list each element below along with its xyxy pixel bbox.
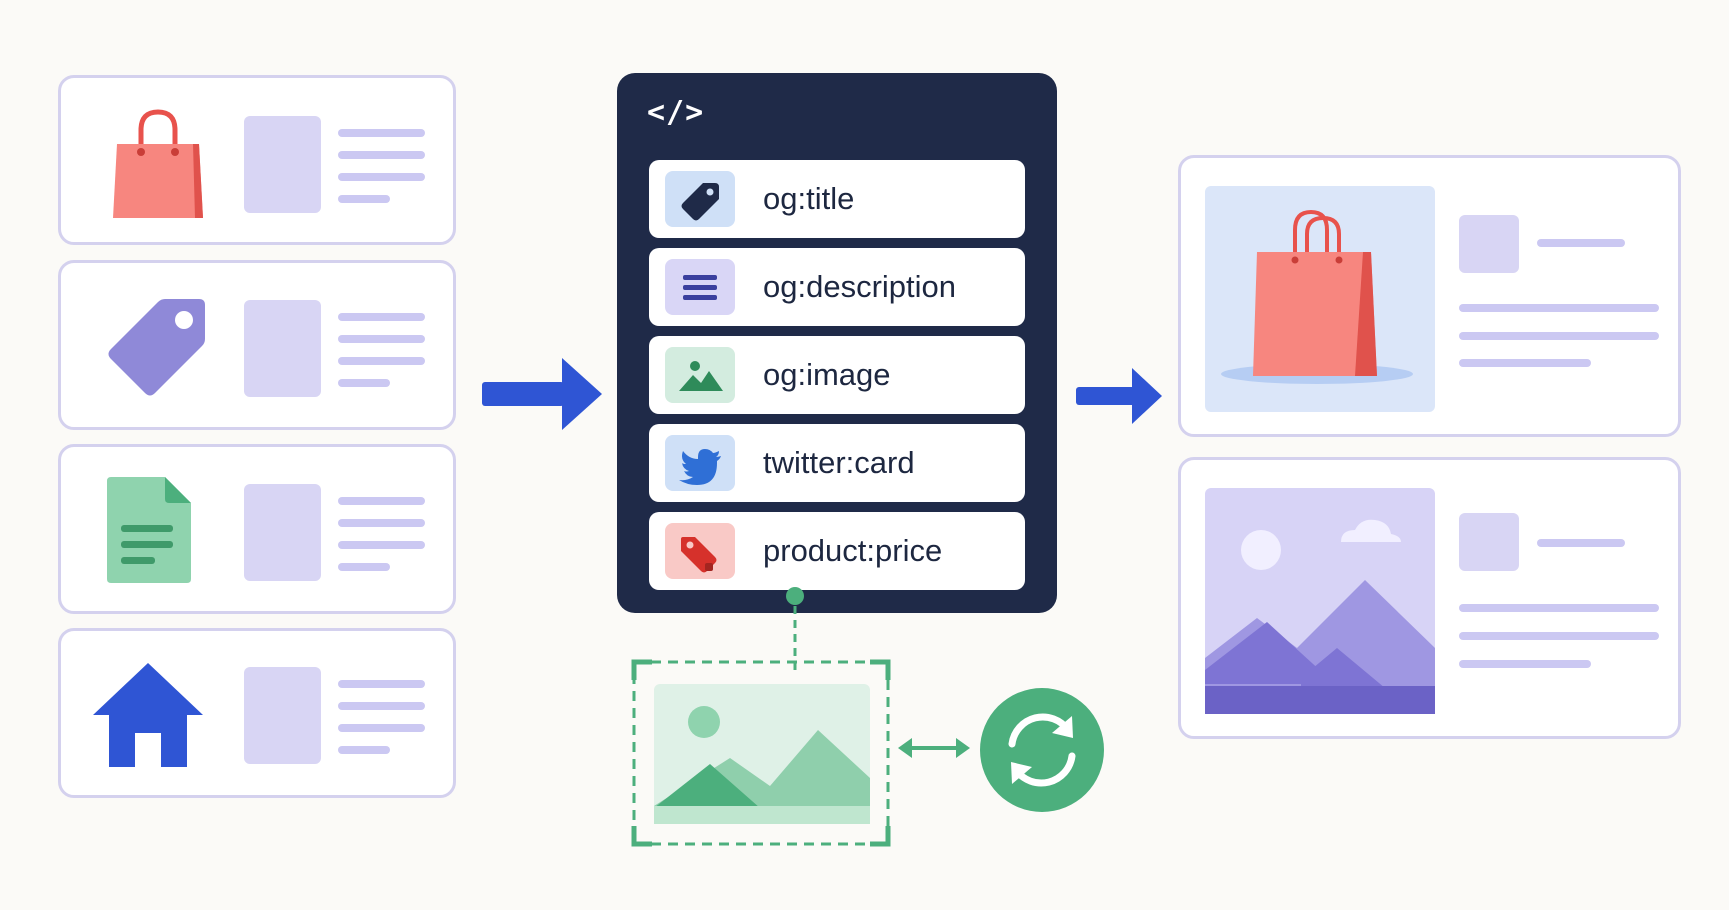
meta-tag-og-title[interactable]: og:title (649, 160, 1025, 238)
text-line (338, 519, 425, 527)
text-line (1537, 239, 1625, 247)
text-line (338, 702, 425, 710)
arrow-right-icon (482, 358, 602, 430)
text-line (338, 724, 425, 732)
meta-tag-label: og:title (763, 181, 855, 216)
source-card-document[interactable] (58, 444, 456, 614)
document-icon (107, 477, 191, 583)
source-card-home[interactable] (58, 628, 456, 798)
twitter-bird-icon (665, 435, 735, 491)
text-line (338, 195, 390, 203)
page-thumbnail (244, 300, 321, 397)
double-arrow-icon (898, 738, 970, 758)
text-line (1459, 359, 1591, 367)
text-line (338, 563, 390, 571)
source-card-product[interactable] (58, 75, 456, 245)
text-line (1459, 304, 1659, 312)
meta-tag-label: product:price (763, 533, 943, 568)
text-line (1459, 660, 1591, 668)
text-line (338, 173, 425, 181)
avatar-placeholder (1459, 513, 1519, 571)
page-thumbnail (244, 484, 321, 581)
arrow-right-icon (1076, 368, 1162, 424)
code-icon: </> (647, 95, 705, 130)
tag-icon (108, 299, 205, 396)
meta-tag-og-image[interactable]: og:image (649, 336, 1025, 414)
og-image-preview[interactable] (630, 658, 892, 848)
preview-card-product[interactable] (1178, 155, 1681, 437)
meta-tag-label: twitter:card (763, 445, 915, 480)
meta-tag-twitter-card[interactable]: twitter:card (649, 424, 1025, 502)
page-thumbnail (244, 667, 321, 764)
page-thumbnail (244, 116, 321, 213)
tag-icon (665, 171, 735, 227)
shopping-bag-icon (1205, 186, 1435, 412)
text-line (338, 680, 425, 688)
text-lines-icon (665, 259, 735, 315)
text-line (338, 313, 425, 321)
text-line (338, 746, 390, 754)
meta-tag-product-price[interactable]: product:price (649, 512, 1025, 590)
image-icon (665, 347, 735, 403)
price-tag-icon (665, 523, 735, 579)
text-line (338, 151, 425, 159)
meta-tag-label: og:description (763, 269, 957, 304)
preview-card-image[interactable] (1178, 457, 1681, 739)
text-line (338, 379, 390, 387)
shopping-bag-icon (113, 109, 203, 218)
meta-tag-label: og:image (763, 357, 891, 392)
landscape-icon (1205, 488, 1435, 714)
text-line (338, 541, 425, 549)
connector-line (786, 587, 804, 672)
text-line (1537, 539, 1625, 547)
meta-tag-og-description[interactable]: og:description (649, 248, 1025, 326)
text-line (1459, 632, 1659, 640)
source-card-tag[interactable] (58, 260, 456, 430)
meta-tags-panel: </> og:title og:description og:imag (617, 73, 1057, 613)
text-line (338, 335, 425, 343)
text-line (338, 129, 425, 137)
text-line (1459, 604, 1659, 612)
text-line (338, 357, 425, 365)
text-line (1459, 332, 1659, 340)
refresh-button[interactable] (978, 686, 1106, 814)
house-icon (93, 663, 203, 767)
avatar-placeholder (1459, 215, 1519, 273)
text-line (338, 497, 425, 505)
